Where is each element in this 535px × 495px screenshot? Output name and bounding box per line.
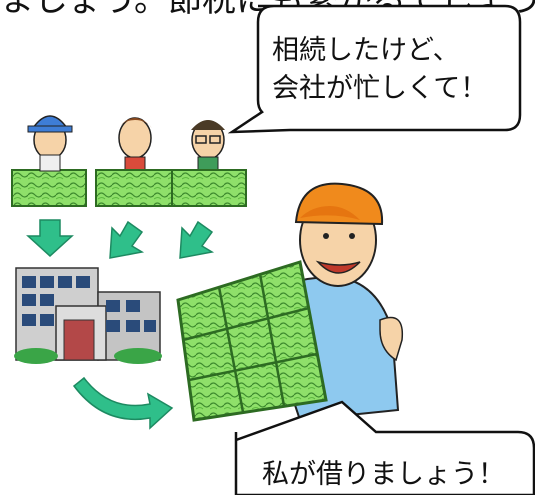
farmer-3 bbox=[171, 120, 247, 207]
bubble-top-line1: 相続したけど、 bbox=[272, 35, 460, 66]
arrow-down-1 bbox=[26, 219, 74, 258]
speech-bubble-bottom bbox=[234, 400, 535, 495]
solar-panel bbox=[176, 260, 328, 422]
arrow-down-3 bbox=[179, 220, 215, 259]
farmer-2 bbox=[95, 117, 173, 207]
bubble-bottom-text: 私が借りましょう！ bbox=[262, 459, 505, 490]
speech-bubble-top bbox=[227, 4, 522, 134]
bubble-top-line2: 会社が忙しくて！ bbox=[272, 73, 488, 104]
farmer-1 bbox=[11, 115, 87, 207]
building bbox=[14, 267, 162, 364]
arrow-down-2 bbox=[109, 220, 145, 259]
arrow-curved bbox=[72, 376, 174, 430]
